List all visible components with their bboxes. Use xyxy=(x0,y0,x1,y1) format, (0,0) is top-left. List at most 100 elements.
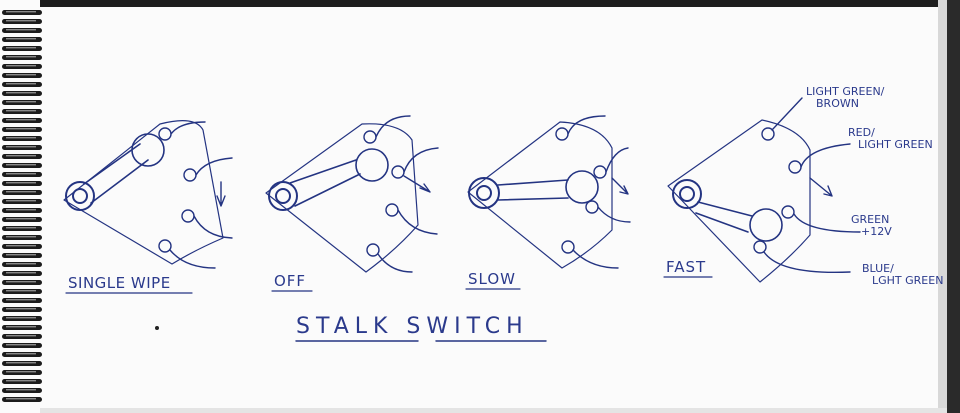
binding-coil xyxy=(2,64,42,69)
binding-coil xyxy=(2,199,42,204)
wire-label-blue-light-green: BLUE/LGHT GREEN xyxy=(862,262,943,287)
binding-coil-highlight xyxy=(6,299,36,301)
binding-coil-highlight xyxy=(6,335,36,337)
binding-coil-highlight xyxy=(6,173,36,175)
binding-coil xyxy=(2,307,42,312)
binding-coil-highlight xyxy=(6,209,36,211)
binding-coil xyxy=(2,235,42,240)
switch-diagram-off xyxy=(265,115,439,273)
binding-coil xyxy=(2,82,42,87)
binding-coil-highlight xyxy=(6,326,36,328)
binding-coil xyxy=(2,280,42,285)
binding-coil-highlight xyxy=(6,56,36,58)
ink-dot xyxy=(155,326,159,330)
binding-coil-highlight xyxy=(6,155,36,157)
binding-coil xyxy=(2,271,42,276)
binding-coil xyxy=(2,325,42,330)
binding-coil-highlight xyxy=(6,254,36,256)
binding-coil-highlight xyxy=(6,29,36,31)
wire-label-line: BLUE/ xyxy=(862,262,894,275)
binding-coil-highlight xyxy=(6,281,36,283)
binding-coil-highlight xyxy=(6,65,36,67)
binding-coil-highlight xyxy=(6,263,36,265)
binding-coil-highlight xyxy=(6,146,36,148)
binding-coil xyxy=(2,28,42,33)
binding-coil xyxy=(2,172,42,177)
binding-coil xyxy=(2,55,42,60)
binding-coil-highlight xyxy=(6,317,36,319)
label-slow: SLOW xyxy=(468,270,516,288)
binding-coil xyxy=(2,262,42,267)
binding-coil-highlight xyxy=(6,74,36,76)
binding-coil-highlight xyxy=(6,20,36,22)
binding-coil xyxy=(2,379,42,384)
binding-coil xyxy=(2,19,42,24)
switch-diagram-fast xyxy=(667,97,861,283)
label-fast: FAST xyxy=(666,258,706,276)
binding-coil xyxy=(2,397,42,402)
binding-coil-highlight xyxy=(6,236,36,238)
binding-coil-highlight xyxy=(6,371,36,373)
page-bottom-edge xyxy=(40,408,947,413)
binding-coil-highlight xyxy=(6,92,36,94)
binding-coil xyxy=(2,253,42,258)
binding-coil-highlight xyxy=(6,83,36,85)
binding-coil-highlight xyxy=(6,362,36,364)
binding-coil-highlight xyxy=(6,245,36,247)
binding-coil-highlight xyxy=(6,308,36,310)
wire-label-line: RED/ xyxy=(848,126,875,139)
binding-coil xyxy=(2,217,42,222)
binding-coil xyxy=(2,289,42,294)
binding-coil xyxy=(2,163,42,168)
binding-coil xyxy=(2,343,42,348)
binding-coil-highlight xyxy=(6,353,36,355)
binding-coil-highlight xyxy=(6,218,36,220)
binding-coil xyxy=(2,298,42,303)
binding-coil-highlight xyxy=(6,164,36,166)
binding-coil xyxy=(2,361,42,366)
spiral-binding xyxy=(2,10,42,402)
switch-diagram-slow xyxy=(467,115,631,269)
binding-coil xyxy=(2,46,42,51)
binding-coil-highlight xyxy=(6,272,36,274)
wire-labels: LIGHT GREEN/BROWN RED/LIGHT GREEN GREEN+… xyxy=(806,85,943,287)
wire-label-line: GREEN xyxy=(851,213,889,226)
binding-coil-highlight xyxy=(6,110,36,112)
label-off: OFF xyxy=(274,272,306,290)
binding-coil xyxy=(2,226,42,231)
binding-coil xyxy=(2,37,42,42)
binding-coil-highlight xyxy=(6,11,36,13)
wire-label-red-light-green: RED/LIGHT GREEN xyxy=(848,126,933,151)
diagram-title: STALK SWITCH xyxy=(296,314,529,339)
binding-coil xyxy=(2,244,42,249)
binding-coil xyxy=(2,208,42,213)
binding-coil xyxy=(2,370,42,375)
binding-coil-highlight xyxy=(6,191,36,193)
binding-coil-highlight xyxy=(6,389,36,391)
binding-coil xyxy=(2,190,42,195)
binding-coil xyxy=(2,145,42,150)
binding-coil-highlight xyxy=(6,398,36,400)
binding-coil xyxy=(2,10,42,15)
binding-coil xyxy=(2,316,42,321)
binding-coil xyxy=(2,352,42,357)
binding-coil-highlight xyxy=(6,128,36,130)
binding-coil xyxy=(2,127,42,132)
binding-coil xyxy=(2,118,42,123)
binding-coil xyxy=(2,91,42,96)
binding-coil-highlight xyxy=(6,38,36,40)
wire-label-green-12v: GREEN+12V xyxy=(851,213,892,238)
label-single-wipe: SINGLE WIPE xyxy=(68,274,171,292)
binding-coil xyxy=(2,73,42,78)
binding-coil xyxy=(2,388,42,393)
page-right-shadow xyxy=(938,0,947,413)
binding-coil xyxy=(2,154,42,159)
switch-diagram-single-wipe xyxy=(63,120,233,269)
binding-coil xyxy=(2,136,42,141)
binding-coil-highlight xyxy=(6,137,36,139)
wire-label-line: LIGHT GREEN xyxy=(858,138,933,151)
binding-coil-highlight xyxy=(6,101,36,103)
binding-coil-highlight xyxy=(6,119,36,121)
